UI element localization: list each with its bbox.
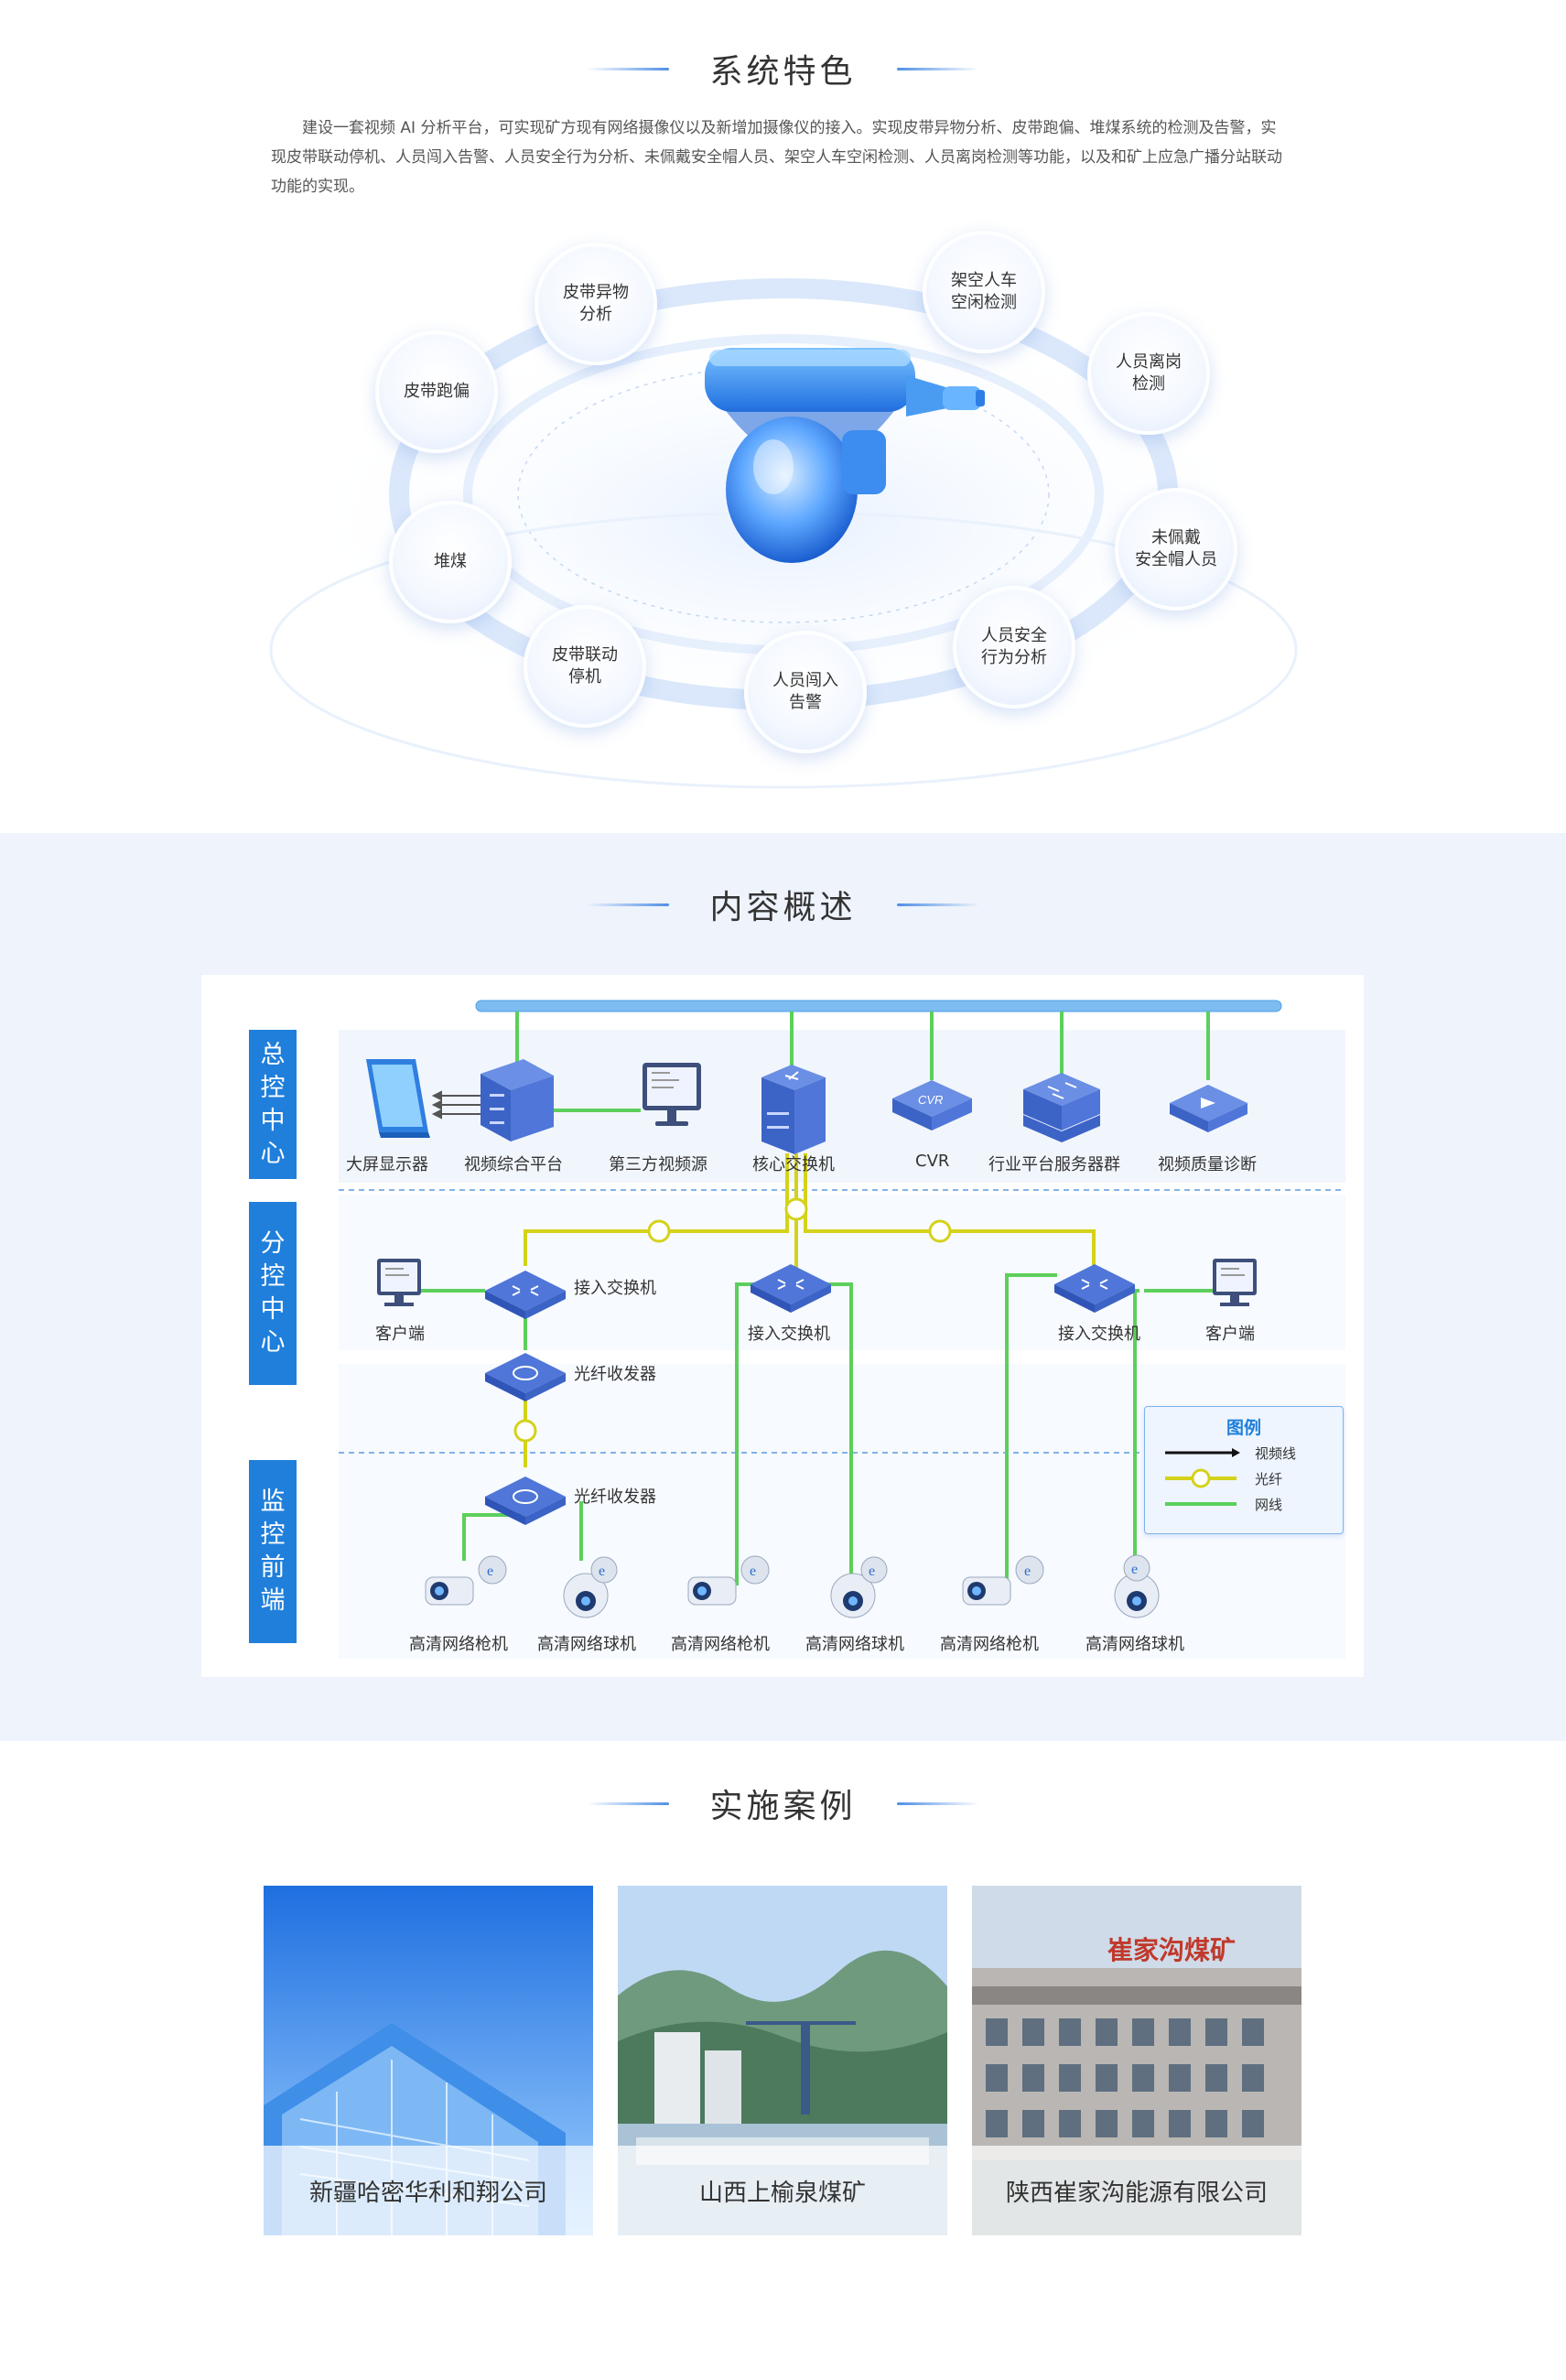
core-switch-icon [761,1065,826,1154]
device-label: 视频综合平台 [464,1155,563,1174]
fiber-transceiver-icon [485,1353,566,1401]
svg-text:e: e [869,1563,875,1579]
features-title-bar: 系统特色 [0,41,1566,96]
legend-title: 图例 [1226,1418,1261,1438]
feature-no-helmet: 未佩戴 安全帽人员 [1115,488,1237,611]
legend-item-fiber: 光纤 [1255,1471,1283,1488]
device-label: 客户端 [1205,1325,1255,1344]
features-title: 系统特色 [709,53,857,91]
case-card[interactable]: 山西上榆泉煤矿 [618,1886,947,2235]
cvr-icon: CVR [892,1080,972,1130]
big-screen-icon [366,1059,430,1138]
feature-label: 人员闯入 告警 [772,671,838,712]
cases-title: 实施案例 [709,1788,857,1825]
svg-text:e: e [1131,1562,1138,1577]
legend-swatches [1165,1448,1240,1506]
dome-network-camera-icon: e [830,1556,888,1618]
device-label: 接入交换机 [748,1325,830,1344]
topology-diagram: CVR [201,975,1364,1677]
svg-text:e: e [599,1563,605,1579]
title-decor-line [896,1801,979,1805]
building-sign-text: 崔家沟煤矿 [1107,1935,1236,1965]
fiber-connector-icon [513,1197,952,1443]
camera-label: 高清网络枪机 [409,1635,508,1654]
client-monitor-icon [1213,1259,1257,1306]
device-label: 视频质量诊断 [1158,1155,1257,1174]
svg-text:e: e [1024,1563,1031,1579]
feature-off-post: 人员离岗 检测 [1087,312,1210,435]
device-label: 第三方视频源 [609,1155,707,1174]
feature-label: 未佩戴 安全帽人员 [1135,528,1217,569]
camera-label: 高清网络球机 [805,1635,904,1654]
case-card[interactable]: 崔家沟煤矿 陕西崔家沟能源有限公司 [972,1886,1301,2235]
access-switch-icon [1054,1264,1135,1313]
cvr-badge-text: CVR [918,1093,943,1107]
device-label: 客户端 [375,1325,425,1344]
tier-label-front: 监 控 前 端 [249,1460,297,1643]
feature-label: 皮带跑偏 [404,382,470,401]
camera-label: 高清网络枪机 [671,1635,770,1654]
feature-label: 人员安全 行为分析 [981,626,1047,667]
legend-item-network: 网线 [1255,1497,1283,1513]
feature-safety-behavior: 人员安全 行为分析 [953,586,1075,709]
feature-belt-foreign-object: 皮带异物 分析 [535,243,657,365]
title-decor-line [896,67,979,70]
legend: 图例 视频线 光纤 网线 [1144,1406,1344,1534]
feature-label: 人员离岗 检测 [1116,352,1182,394]
legend-item-video: 视频线 [1255,1445,1297,1462]
monitor-icon [643,1063,701,1126]
server-icon [481,1059,554,1141]
feature-belt-deviation: 皮带跑偏 [375,330,498,453]
case-card[interactable]: 新疆哈密华利和翔公司 [264,1886,593,2235]
svg-text:e: e [487,1563,493,1579]
case-title: 新疆哈密华利和翔公司 [264,2146,593,2235]
cases-title-bar: 实施案例 [0,1776,1566,1831]
title-decor-line [896,903,979,906]
camera-label: 高清网络枪机 [940,1635,1039,1654]
device-label: 接入交换机 [574,1279,656,1298]
features-intro: 建设一套视频 AI 分析平台，可实现矿方现有网络摄像仪以及新增加摄像仪的接入。实… [271,119,1282,196]
bullet-camera-icon: e [425,1555,507,1606]
bullet-camera-icon: e [687,1555,770,1606]
feature-coal-pile: 堆煤 [389,501,512,623]
svg-text:e: e [750,1563,756,1579]
feature-cableway-idle: 架空人车 空闲检测 [923,231,1045,353]
title-decor-line [587,1801,670,1805]
feature-label: 架空人车 空闲检测 [951,271,1017,312]
overview-title-bar: 内容概述 [0,877,1566,932]
title-decor-line [587,67,670,70]
feature-label: 皮带异物 分析 [563,283,629,324]
dome-network-camera-icon: e [563,1556,618,1618]
device-label: CVR [915,1152,950,1171]
camera-label: 高清网络球机 [1085,1635,1184,1654]
device-label: 行业平台服务器群 [988,1155,1120,1174]
camera-label: 高清网络球机 [537,1635,636,1654]
client-monitor-icon [377,1259,421,1306]
feature-belt-linkage-stop: 皮带联动 停机 [524,605,646,728]
diagnosis-icon [1170,1085,1247,1132]
case-title: 山西上榆泉煤矿 [618,2146,947,2235]
dome-camera-icon [705,348,985,563]
features-graphic: 皮带异物 分析 皮带跑偏 堆煤 皮带联动 停机 人员闯入 告警 人员安全 行为分… [0,220,1566,806]
device-label: 接入交换机 [1058,1325,1140,1344]
dome-network-camera-icon: e [1114,1554,1160,1618]
access-switch-icon [751,1264,831,1313]
tier-label-branch: 分 控 中 心 [249,1202,297,1385]
feature-intrusion-alarm: 人员闯入 告警 [744,631,867,753]
device-label: 核心交换机 [752,1155,835,1174]
access-switch-icon [485,1271,566,1319]
feature-label: 皮带联动 停机 [552,645,618,687]
title-decor-line [587,903,670,906]
device-label: 光纤收发器 [574,1365,656,1384]
tier-label-center: 总 控 中 心 [249,1030,297,1179]
device-label: 光纤收发器 [574,1488,656,1507]
case-title: 陕西崔家沟能源有限公司 [972,2146,1301,2235]
fiber-transceiver-icon [485,1477,566,1525]
feature-label: 堆煤 [434,552,467,571]
overview-title: 内容概述 [709,889,857,926]
server-group-icon [1023,1073,1100,1142]
device-label: 大屏显示器 [346,1155,428,1174]
bullet-camera-icon: e [962,1555,1044,1606]
